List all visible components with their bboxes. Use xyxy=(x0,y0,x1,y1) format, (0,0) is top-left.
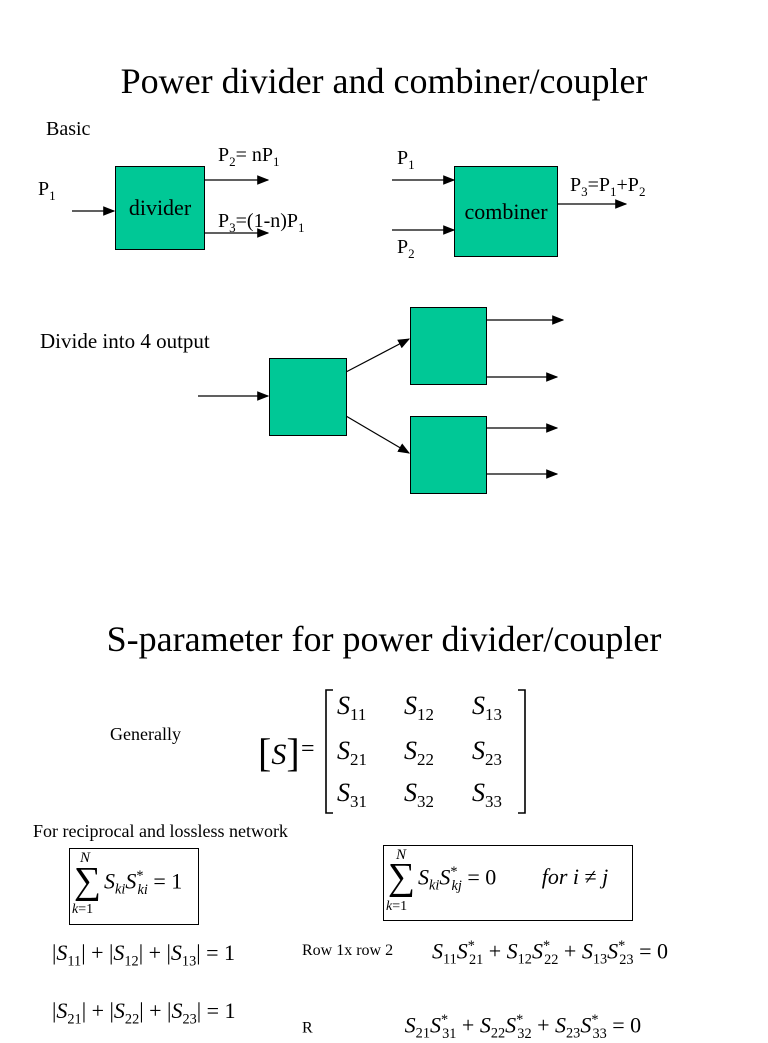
net-branch-bottom-arrow xyxy=(345,415,411,454)
sum-symbol: ∑ xyxy=(74,860,102,902)
sum-lower-limit: k=1 xyxy=(72,902,94,917)
s22: S22 xyxy=(404,736,434,770)
divide-into-4-label: Divide into 4 output xyxy=(40,329,210,353)
net-top-divider-block xyxy=(410,307,487,385)
s31: S31 xyxy=(337,778,367,812)
combiner-text: combiner xyxy=(464,198,548,224)
reciprocal-lossless-label: For reciprocal and lossless network xyxy=(33,821,288,841)
sum-lower-limit-2: k=1 xyxy=(386,899,408,914)
net-branch-top-arrow xyxy=(345,338,411,373)
combiner-output-label: P3=P1+P2 xyxy=(570,174,646,199)
divider-p2-label: P2= nP1 xyxy=(218,144,280,169)
unitarity-equation-box xyxy=(69,848,199,925)
matrix-right-bracket xyxy=(518,689,526,814)
row2-magnitude-equation: |S21| + |S22| + |S23| = 1 xyxy=(52,998,236,1028)
generally-label: Generally xyxy=(110,724,181,744)
s32: S32 xyxy=(404,778,434,812)
row1x2-equation: S11S*21 + S12S*22 + S13S*23 = 0 xyxy=(432,938,668,968)
slide2-title: S-parameter for power divider/coupler xyxy=(106,619,662,659)
divider-input-label: P1 xyxy=(38,178,56,203)
s-matrix-lhs: [S] xyxy=(258,730,300,775)
equals-sign: = xyxy=(301,736,315,762)
s13: S13 xyxy=(472,691,502,725)
s12: S12 xyxy=(404,691,434,725)
sum-symbol-2: ∑ xyxy=(388,856,416,898)
basic-label: Basic xyxy=(46,118,91,140)
combiner-block: combiner xyxy=(454,166,558,257)
divider-p3-label: P3=(1-n)P1 xyxy=(218,210,305,235)
sum-upper-limit-n-2: N xyxy=(396,847,407,863)
combiner-p1-label: P1 xyxy=(397,147,415,172)
divider-text: divider xyxy=(128,195,192,220)
s23: S23 xyxy=(472,736,502,770)
net-first-divider-block xyxy=(269,358,347,436)
row1-magnitude-equation: |S11| + |S12| + |S13| = 1 xyxy=(52,940,236,970)
net-bottom-divider-block xyxy=(410,416,487,494)
combiner-p2-label: P2 xyxy=(397,236,415,261)
s33: S33 xyxy=(472,778,502,812)
s11: S11 xyxy=(337,691,367,725)
orthogonality-equation: SkiS*kj = 0 for i ≠ j xyxy=(418,864,609,894)
unitarity-equation: SkiS*ki = 1 xyxy=(104,868,183,898)
divider-block: divider xyxy=(115,166,205,250)
orthogonality-equation-box xyxy=(383,845,633,921)
row1x2-label: Row 1x row 2 xyxy=(302,942,394,959)
matrix-left-bracket xyxy=(325,689,333,814)
s21: S21 xyxy=(337,736,367,770)
slide1-title: Power divider and combiner/coupler xyxy=(120,61,648,101)
sum-upper-limit-n: N xyxy=(80,850,91,866)
